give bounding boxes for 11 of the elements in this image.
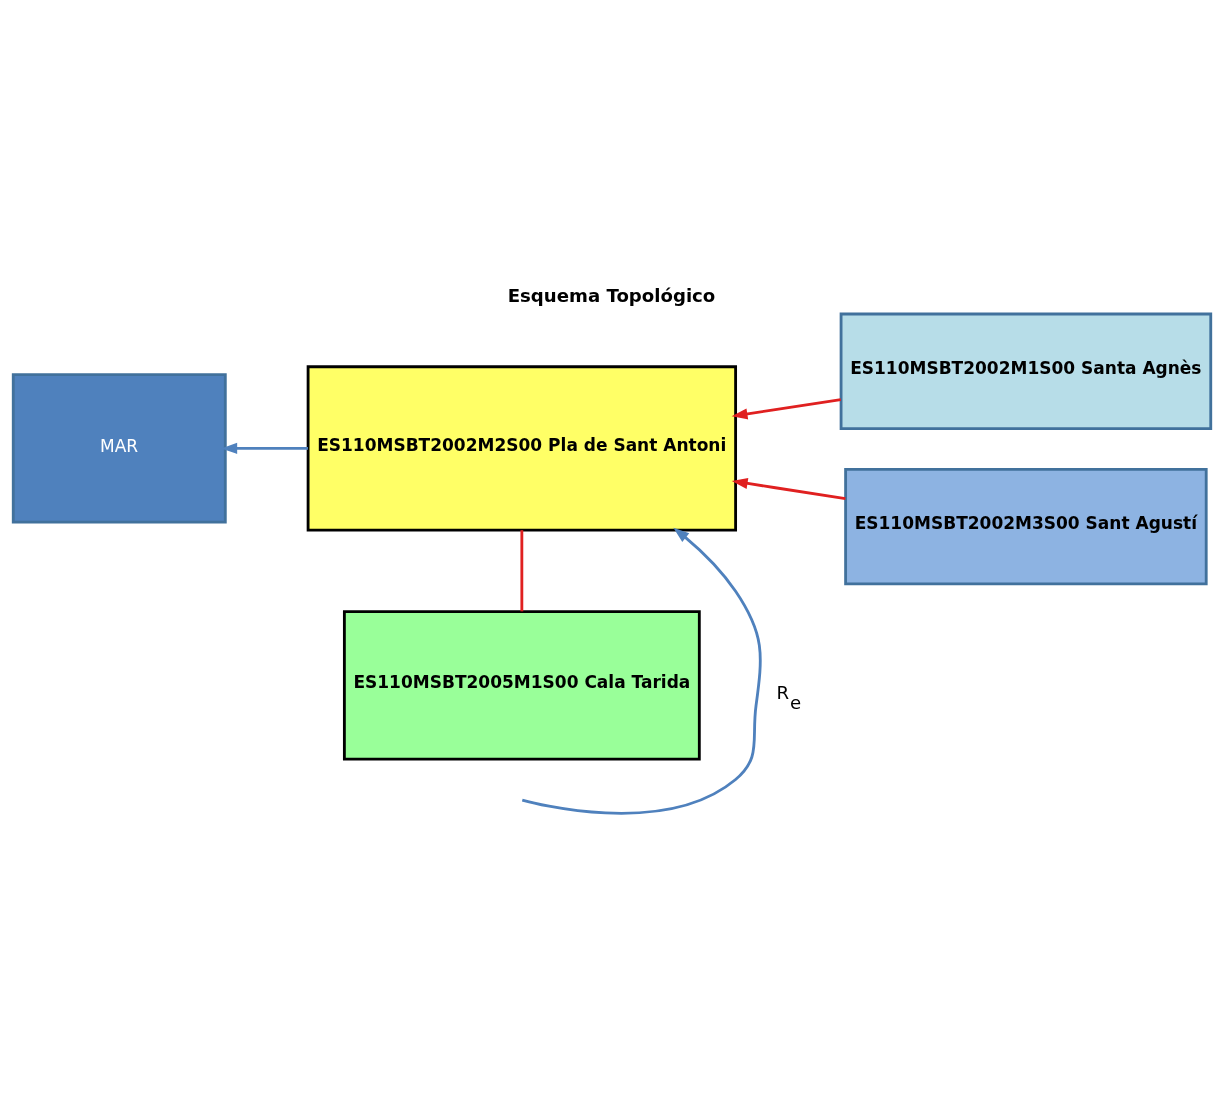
arrow xyxy=(731,397,841,419)
arrow xyxy=(521,527,762,815)
arrow xyxy=(731,477,846,500)
node-box: ES110MSBT2002M3S00 Sant Agustí xyxy=(844,467,1208,585)
node-box: ES110MSBT2005M1S00 Cala Tarida xyxy=(342,609,701,761)
connector xyxy=(520,529,524,611)
diagram-title: Esquema Topológico xyxy=(507,284,716,306)
node-box: ES110MSBT2002M2S00 Pla de Sant Antoni xyxy=(306,364,738,531)
arrow xyxy=(221,442,308,454)
node-box: ES110MSBT2002M1S00 Santa Agnès xyxy=(839,312,1213,430)
node-box: MAR xyxy=(11,372,227,524)
